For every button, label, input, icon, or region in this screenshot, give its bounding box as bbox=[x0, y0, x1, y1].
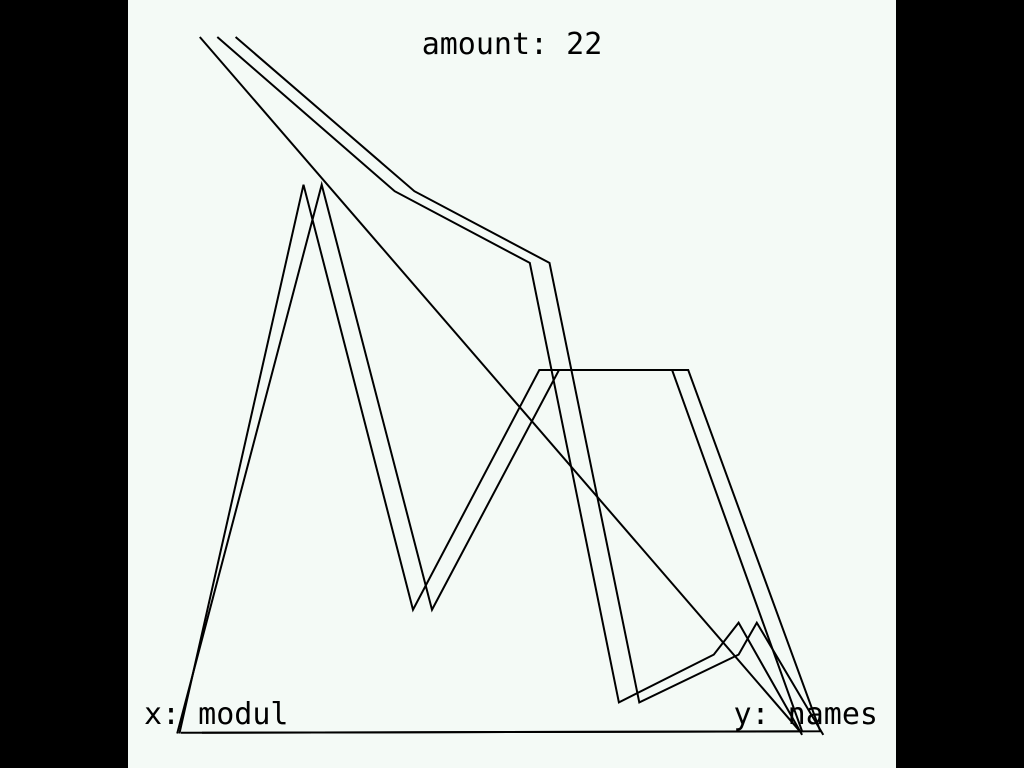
chart-title: amount: 22 bbox=[421, 27, 603, 62]
x-axis-label: x: modul bbox=[144, 697, 289, 732]
series-line-4 bbox=[178, 184, 804, 734]
series-line-1 bbox=[234, 36, 825, 736]
chart-plot bbox=[176, 36, 825, 736]
series-line-3 bbox=[176, 180, 822, 734]
chart-panel: amount: 22 x: modul y: names bbox=[128, 0, 896, 768]
y-axis-label: y: names bbox=[733, 697, 879, 732]
series-line-5 bbox=[199, 36, 801, 732]
series-line-2 bbox=[216, 36, 803, 736]
